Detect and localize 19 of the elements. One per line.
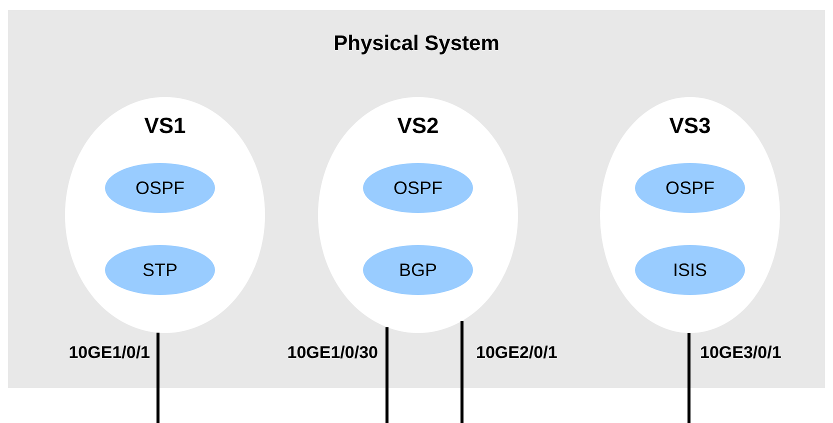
link-line bbox=[688, 333, 690, 423]
protocol-name: ISIS bbox=[672, 260, 707, 280]
protocol-name: OSPF bbox=[393, 178, 442, 198]
protocol-name: OSPF bbox=[135, 178, 184, 198]
port-label: 10GE1/0/30 bbox=[286, 343, 378, 363]
system-name: VS3 bbox=[669, 113, 711, 139]
port-label: 10GE2/0/1 bbox=[476, 343, 558, 363]
protocol-name: STP bbox=[142, 260, 178, 280]
protocol-name: OSPF bbox=[665, 178, 714, 198]
port-label: 10GE3/0/1 bbox=[700, 343, 782, 363]
link-line bbox=[156, 332, 160, 423]
link-line bbox=[460, 320, 464, 423]
link-line bbox=[386, 327, 388, 423]
system-box bbox=[8, 10, 825, 388]
system-name: VS1 bbox=[144, 113, 186, 139]
system-name: VS2 bbox=[397, 113, 439, 139]
port-label: 10GE1/0/1 bbox=[68, 343, 150, 363]
protocol-name: BGP bbox=[398, 260, 437, 280]
system-title: Physical System bbox=[334, 32, 500, 56]
